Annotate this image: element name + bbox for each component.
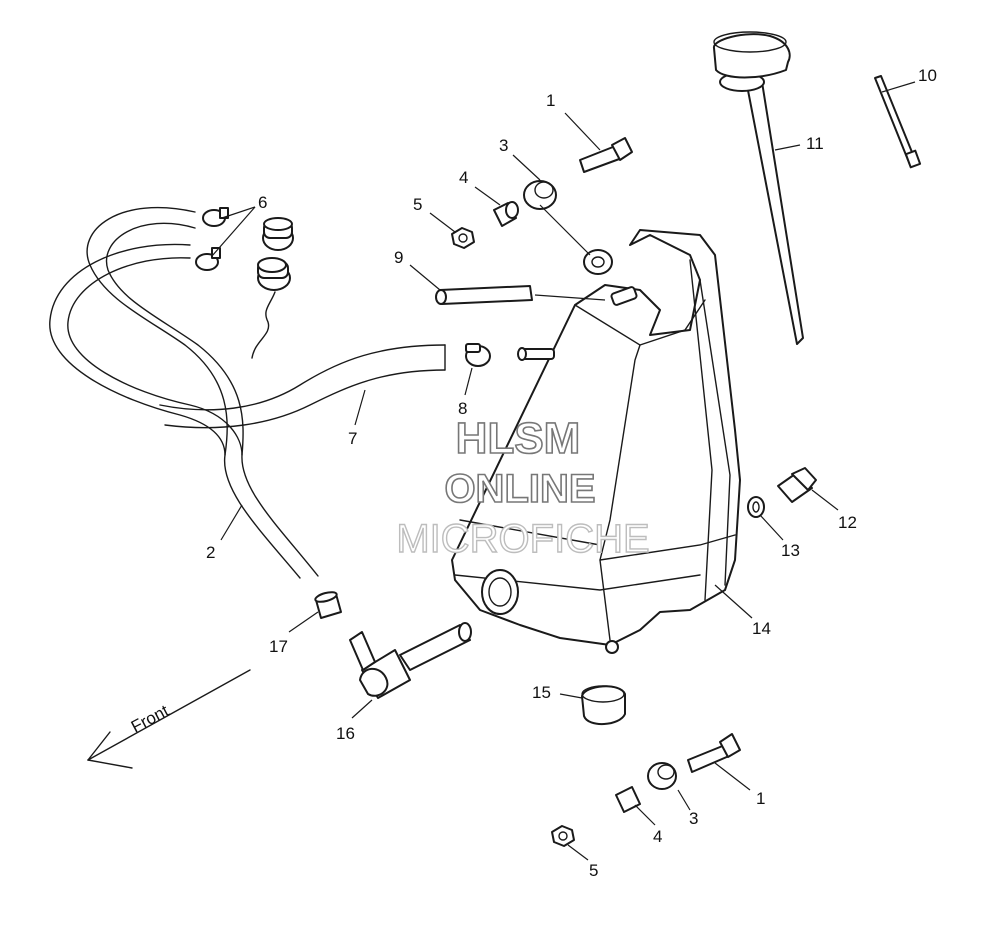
- breather-tube-9: [435, 285, 533, 305]
- leader-lines: [211, 81, 916, 861]
- rod-10: [874, 75, 922, 169]
- spacer-3-lower: [647, 762, 677, 790]
- dipstick-11: [713, 31, 804, 345]
- vent-cap-upper: [262, 217, 294, 251]
- callout-numbers: 1 1 2 3 3 4 4 5 5 6 7 8 9 10 11 12 13 14…: [206, 66, 937, 880]
- bolt-1-upper: [579, 137, 633, 173]
- oil-tank-14: [451, 229, 741, 654]
- callout-15: 15: [532, 683, 551, 702]
- callout-12: 12: [838, 513, 857, 532]
- washer-13: [747, 496, 765, 518]
- callout-7: 7: [348, 429, 357, 448]
- callout-10: 10: [918, 66, 937, 85]
- callout-11: 11: [806, 134, 824, 153]
- callout-3-upper: 3: [499, 136, 508, 155]
- watermark-line-2: ONLINE: [444, 467, 595, 511]
- sleeve-4-upper: [493, 201, 519, 227]
- callout-4-upper: 4: [459, 168, 468, 187]
- callout-17: 17: [269, 637, 288, 656]
- callout-1-lower: 1: [756, 789, 765, 808]
- hose-clamp-6b: [195, 247, 221, 271]
- nut-5-upper: [451, 227, 475, 249]
- callout-3-lower: 3: [689, 809, 698, 828]
- fitting-12: [777, 467, 817, 503]
- vent-cap-lower: [251, 257, 291, 359]
- callout-14: 14: [752, 619, 771, 638]
- callout-5-lower: 5: [589, 861, 598, 880]
- callout-2: 2: [206, 543, 215, 562]
- watermark-line-3: MICROFICHE: [396, 517, 649, 561]
- hose-2: [49, 207, 319, 579]
- fitting-8: [517, 347, 555, 361]
- callout-16: 16: [336, 724, 355, 743]
- hose-7: [159, 344, 446, 429]
- clamp-8: [465, 343, 491, 367]
- watermark-line-1: HLSM: [456, 414, 581, 463]
- nut-5-lower: [551, 825, 575, 847]
- callout-5-upper: 5: [413, 195, 422, 214]
- cap-15: [581, 685, 626, 725]
- callout-6: 6: [258, 193, 267, 212]
- callout-4-lower: 4: [653, 827, 662, 846]
- callout-9: 9: [394, 248, 403, 267]
- spacer-3-upper: [523, 180, 557, 210]
- callout-13: 13: [781, 541, 800, 560]
- elbow-fitting-16: [349, 622, 472, 699]
- bolt-1-lower: [687, 733, 741, 773]
- sleeve-17: [314, 591, 342, 619]
- callout-1-upper: 1: [546, 91, 555, 110]
- front-direction-label: Front: [128, 701, 172, 737]
- watermark: HLSM ONLINE MICROFICHE: [396, 413, 651, 562]
- callout-8: 8: [458, 399, 467, 418]
- sleeve-4-lower: [615, 786, 641, 813]
- hose-clamp-6a: [202, 207, 229, 227]
- front-arrow-icon: [87, 669, 251, 769]
